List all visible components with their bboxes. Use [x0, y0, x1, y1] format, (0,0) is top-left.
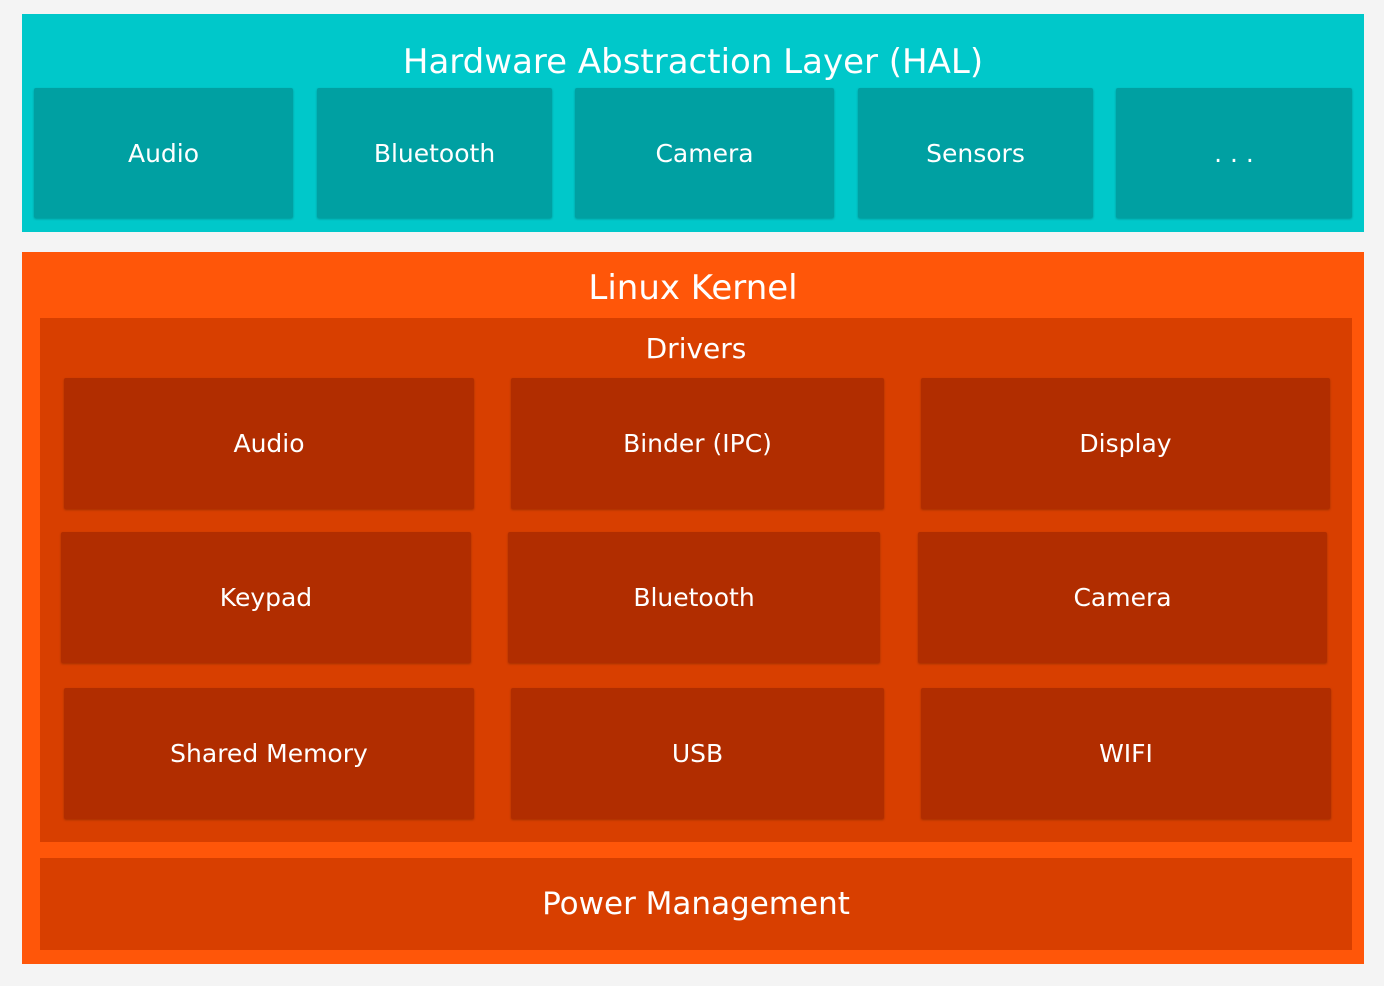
power-management-box: Power Management — [40, 858, 1352, 950]
driver-audio: Audio — [64, 378, 474, 509]
driver-label: Shared Memory — [170, 739, 368, 768]
hal-module-label: Bluetooth — [373, 138, 496, 168]
hal-title: Hardware Abstraction Layer (HAL) — [402, 42, 984, 82]
driver-wifi: WIFI — [921, 688, 1331, 819]
driver-shared-memory: Shared Memory — [64, 688, 474, 819]
hal-module-label: Audio — [127, 138, 200, 168]
driver-label: Bluetooth — [633, 583, 755, 612]
driver-usb: USB — [511, 688, 884, 819]
kernel-title: Linux Kernel — [588, 268, 798, 308]
driver-binder-ipc: Binder (IPC) — [511, 378, 884, 509]
hal-module-label: Camera — [655, 138, 754, 168]
driver-label: Camera — [1073, 583, 1172, 612]
driver-label: Audio — [233, 429, 305, 458]
driver-label: USB — [671, 739, 724, 768]
driver-label: Keypad — [219, 583, 313, 612]
hal-module-label: . . . — [1214, 138, 1254, 168]
driver-bluetooth: Bluetooth — [508, 532, 880, 663]
hal-module-audio: Audio — [34, 88, 293, 218]
driver-label: WIFI — [1099, 739, 1153, 768]
driver-keypad: Keypad — [61, 532, 471, 663]
hal-module-more: . . . — [1116, 88, 1352, 218]
hal-module-sensors: Sensors — [858, 88, 1093, 218]
drivers-title: Drivers — [645, 332, 747, 365]
driver-camera: Camera — [918, 532, 1327, 663]
driver-label: Display — [1079, 429, 1172, 458]
hal-module-label: Sensors — [926, 138, 1025, 168]
driver-display: Display — [921, 378, 1330, 509]
power-management-label: Power Management — [542, 886, 850, 922]
driver-label: Binder (IPC) — [623, 429, 772, 458]
hal-module-camera: Camera — [575, 88, 834, 218]
hal-module-bluetooth: Bluetooth — [317, 88, 552, 218]
